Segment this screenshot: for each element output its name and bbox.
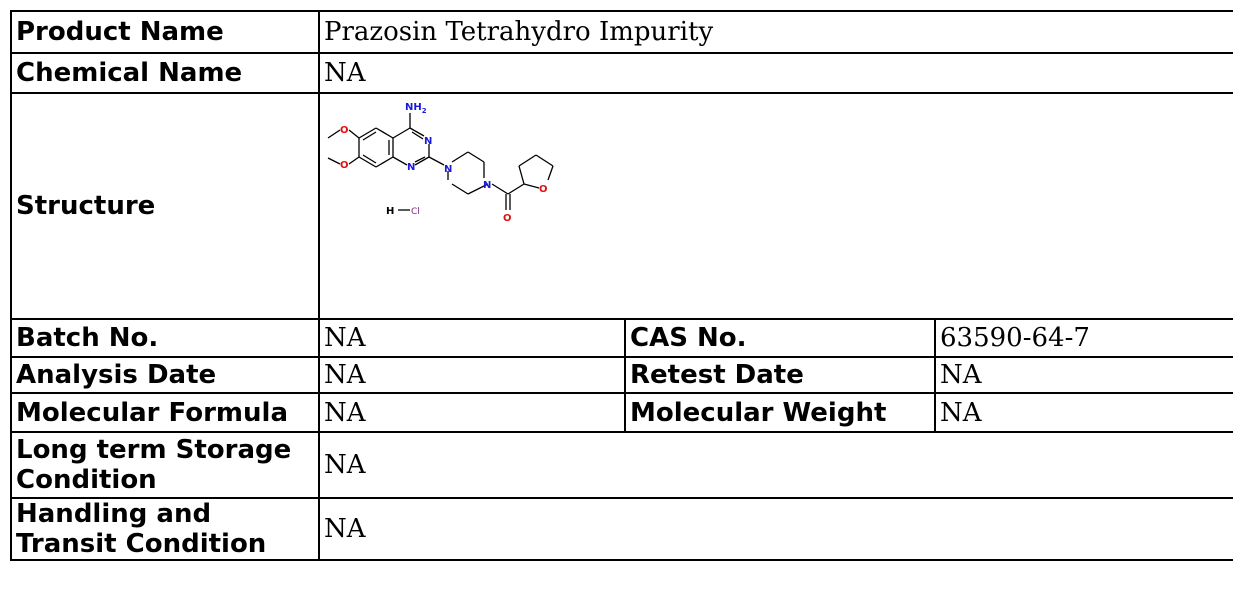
atom-nh2: NH2	[405, 102, 427, 115]
handling-label: Handling and Transit Condition	[10, 497, 320, 561]
chemical-structure-image: NH2 N N N N O O O O H Cl	[327, 102, 554, 224]
storage-label-line2: Condition	[16, 465, 157, 495]
atom-o-thf: O	[539, 184, 548, 195]
structure-label: Structure	[10, 92, 320, 320]
row-handling: Handling and Transit Condition NA	[10, 497, 1233, 561]
analysis-date-value: NA	[318, 356, 626, 394]
handling-label-line1: Handling and	[16, 499, 212, 529]
cas-no-value: 63590-64-7	[933, 318, 1233, 358]
structure-atom-labels: NH2 N N N N O O O O H Cl	[340, 102, 548, 224]
molecular-formula-value: NA	[318, 392, 626, 433]
analysis-date-label: Analysis Date	[10, 356, 320, 394]
structure-container: NH2 N N N N O O O O H Cl	[321, 95, 1232, 317]
row-product-name: Product Name Prazosin Tetrahydro Impurit…	[10, 10, 1233, 54]
molecular-formula-label: Molecular Formula	[10, 392, 320, 433]
row-storage: Long term Storage Condition NA	[10, 431, 1233, 499]
retest-date-value: NA	[933, 356, 1233, 394]
atom-h: H	[386, 206, 394, 217]
row-chemical-name: Chemical Name NA	[10, 52, 1233, 94]
chemical-name-value: NA	[317, 52, 1233, 94]
atom-n-bottom: N	[407, 162, 415, 173]
cas-no-label: CAS No.	[624, 318, 936, 358]
batch-no-label: Batch No.	[10, 318, 320, 358]
storage-label-line1: Long term Storage	[16, 435, 292, 465]
chemical-name-label: Chemical Name	[10, 52, 320, 94]
atom-o-carbonyl: O	[503, 213, 512, 224]
handling-label-line2: Transit Condition	[16, 529, 267, 559]
storage-value: NA	[317, 431, 1233, 499]
product-spec-table: Product Name Prazosin Tetrahydro Impurit…	[10, 10, 1233, 561]
handling-value: NA	[317, 497, 1233, 561]
storage-label: Long term Storage Condition	[10, 431, 320, 499]
atom-n-top: N	[424, 136, 432, 147]
row-structure: Structure	[10, 92, 1233, 320]
product-name-value: Prazosin Tetrahydro Impurity	[317, 10, 1233, 54]
product-name-label: Product Name	[10, 10, 320, 54]
batch-no-value: NA	[318, 318, 626, 358]
row-analysis-retest: Analysis Date NA Retest Date NA	[10, 356, 1233, 394]
atom-o-methoxy-upper: O	[340, 125, 349, 136]
atom-cl: Cl	[411, 207, 420, 217]
atom-o-methoxy-lower: O	[340, 160, 349, 171]
row-formula-weight: Molecular Formula NA Molecular Weight NA	[10, 392, 1233, 433]
structure-bonds	[327, 113, 554, 211]
retest-date-label: Retest Date	[624, 356, 936, 394]
structure-cell: NH2 N N N N O O O O H Cl	[317, 92, 1233, 320]
molecular-weight-label: Molecular Weight	[624, 392, 936, 433]
molecular-weight-value: NA	[933, 392, 1233, 433]
atom-n-piperazine-left: N	[444, 164, 452, 175]
atom-n-piperazine-right: N	[483, 180, 491, 191]
row-batch-cas: Batch No. NA CAS No. 63590-64-7	[10, 318, 1233, 358]
